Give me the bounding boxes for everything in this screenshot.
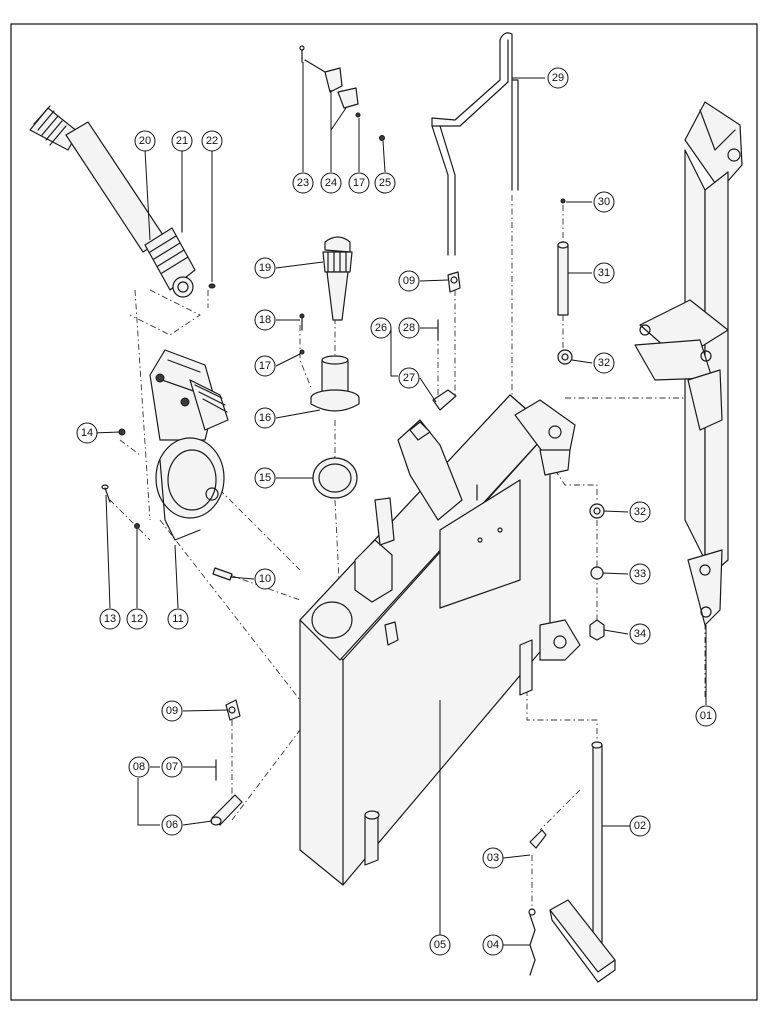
top-hardware bbox=[299, 45, 385, 141]
svg-text:06: 06 bbox=[166, 819, 178, 831]
upper-fasteners bbox=[432, 271, 461, 411]
callout-28: 28 bbox=[398, 317, 420, 339]
callout-08: 08 bbox=[128, 756, 150, 778]
callout-24: 24 bbox=[320, 172, 342, 194]
callout-33: 33 bbox=[629, 563, 651, 585]
svg-text:29: 29 bbox=[552, 72, 564, 84]
callout-05: 05 bbox=[429, 934, 451, 956]
callout-21: 21 bbox=[171, 130, 193, 152]
callout-32-upper: 32 bbox=[593, 352, 615, 374]
callout-30: 30 bbox=[593, 191, 615, 213]
callout-27: 27 bbox=[398, 367, 420, 389]
callout-01: 01 bbox=[695, 705, 717, 727]
callout-14: 14 bbox=[76, 422, 98, 444]
callout-15: 15 bbox=[254, 467, 276, 489]
callout-17-upper: 17 bbox=[348, 172, 370, 194]
callout-07: 07 bbox=[161, 756, 183, 778]
svg-text:02: 02 bbox=[634, 820, 646, 832]
callout-32-lower: 32 bbox=[629, 501, 651, 523]
svg-text:27: 27 bbox=[403, 372, 415, 384]
drive-shaft bbox=[29, 105, 216, 298]
callout-12: 12 bbox=[126, 608, 148, 630]
pin-and-bushings bbox=[557, 198, 605, 641]
svg-text:08: 08 bbox=[133, 761, 145, 773]
callout-04: 04 bbox=[482, 934, 504, 956]
svg-text:32: 32 bbox=[634, 506, 646, 518]
callout-25: 25 bbox=[374, 172, 396, 194]
callout-26: 26 bbox=[370, 317, 392, 339]
svg-text:22: 22 bbox=[206, 135, 218, 147]
callout-22: 22 bbox=[201, 130, 223, 152]
svg-text:01: 01 bbox=[700, 710, 712, 722]
callout-11: 11 bbox=[167, 608, 189, 630]
callout-29: 29 bbox=[547, 67, 569, 89]
lower-left-pins bbox=[210, 699, 243, 826]
callout-03: 03 bbox=[482, 847, 504, 869]
svg-text:12: 12 bbox=[131, 613, 143, 625]
leader-lines bbox=[92, 62, 707, 946]
svg-text:05: 05 bbox=[434, 939, 446, 951]
callout-20: 20 bbox=[134, 130, 156, 152]
svg-text:04: 04 bbox=[487, 939, 499, 951]
svg-text:31: 31 bbox=[598, 267, 610, 279]
svg-text:14: 14 bbox=[81, 427, 93, 439]
svg-text:11: 11 bbox=[172, 613, 183, 625]
svg-text:07: 07 bbox=[166, 761, 178, 773]
svg-text:16: 16 bbox=[259, 412, 271, 424]
svg-text:20: 20 bbox=[139, 135, 151, 147]
svg-text:09: 09 bbox=[403, 275, 415, 287]
svg-text:13: 13 bbox=[104, 613, 116, 625]
handle-bar bbox=[431, 32, 519, 256]
main-frame bbox=[299, 394, 581, 886]
callout-16: 16 bbox=[254, 407, 276, 429]
pedal-lever bbox=[528, 741, 616, 983]
svg-text:24: 24 bbox=[325, 177, 337, 189]
svg-text:33: 33 bbox=[634, 568, 646, 580]
gearbox bbox=[101, 349, 233, 581]
svg-text:19: 19 bbox=[259, 262, 271, 274]
callout-09-upper: 09 bbox=[398, 270, 420, 292]
svg-text:18: 18 bbox=[259, 314, 271, 326]
svg-text:25: 25 bbox=[379, 177, 391, 189]
svg-text:21: 21 bbox=[176, 135, 188, 147]
page-frame bbox=[10, 23, 758, 1001]
svg-text:30: 30 bbox=[598, 196, 610, 208]
callout-13: 13 bbox=[99, 608, 121, 630]
callout-09-lower: 09 bbox=[161, 700, 183, 722]
callout-10: 10 bbox=[254, 568, 276, 590]
svg-text:17: 17 bbox=[353, 177, 365, 189]
svg-text:10: 10 bbox=[259, 573, 271, 585]
tall-mount bbox=[634, 101, 743, 626]
callout-34: 34 bbox=[629, 623, 651, 645]
svg-text:17: 17 bbox=[259, 360, 271, 372]
callout-06: 06 bbox=[161, 814, 183, 836]
svg-text:23: 23 bbox=[297, 177, 309, 189]
svg-text:09: 09 bbox=[166, 705, 178, 717]
svg-text:34: 34 bbox=[634, 628, 646, 640]
callout-19: 19 bbox=[254, 257, 276, 279]
callout-23: 23 bbox=[292, 172, 314, 194]
callout-bubbles: 01 02 03 04 05 06 07 08 09 09 10 11 12 1… bbox=[76, 67, 717, 956]
callout-02: 02 bbox=[629, 815, 651, 837]
svg-text:15: 15 bbox=[259, 472, 271, 484]
callout-17-lower: 17 bbox=[254, 355, 276, 377]
callout-18: 18 bbox=[254, 309, 276, 331]
svg-text:32: 32 bbox=[598, 357, 610, 369]
svg-text:03: 03 bbox=[487, 852, 499, 864]
svg-text:26: 26 bbox=[375, 322, 387, 334]
callout-31: 31 bbox=[593, 262, 615, 284]
spindle-assembly bbox=[299, 236, 360, 499]
svg-text:28: 28 bbox=[403, 322, 415, 334]
